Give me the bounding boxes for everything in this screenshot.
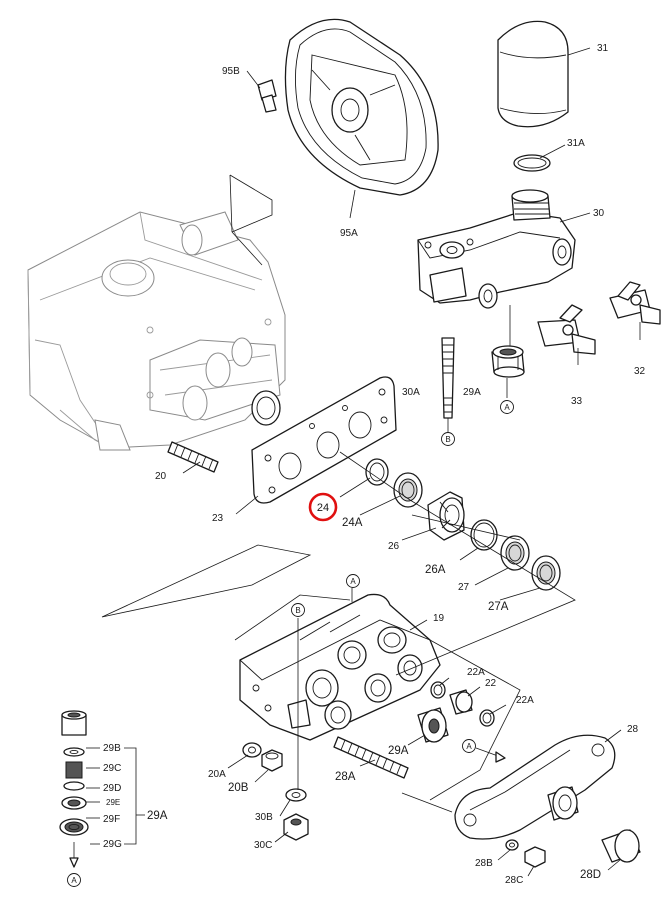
label-31A: 31A — [567, 138, 585, 149]
ref-marker-b-upper: B — [441, 432, 455, 446]
svg-text:B: B — [445, 435, 450, 444]
stud-20 — [167, 441, 219, 473]
highlight-ring — [308, 492, 338, 522]
svg-text:A: A — [504, 403, 510, 412]
washer-20A — [242, 742, 262, 758]
plug-22 — [449, 689, 473, 715]
label-24A: 24A — [342, 517, 363, 529]
seal-27A — [531, 555, 561, 591]
label-30A: 30A — [402, 387, 420, 398]
label-95A: 95A — [340, 228, 358, 239]
label-19: 19 — [433, 613, 445, 624]
nut-30C — [283, 813, 309, 841]
stud-30A — [441, 337, 455, 419]
label-29B: 29B — [103, 743, 121, 754]
label-27: 27 — [458, 582, 470, 593]
svg-text:A: A — [466, 742, 472, 751]
label-29G: 29G — [103, 839, 122, 850]
part-labels: 95B 95A 31 31A 30 30A 29A 32 33 20 23 24… — [103, 43, 646, 886]
label-20B: 20B — [228, 782, 249, 794]
ref-marker-a-stack: A — [67, 873, 81, 887]
label-29A-mid: 29A — [388, 745, 409, 757]
label-29A-left: 29A — [147, 810, 168, 822]
label-29A-top: 29A — [463, 387, 481, 398]
label-30B: 30B — [255, 812, 273, 823]
cap-28D — [601, 829, 641, 863]
label-22: 22 — [485, 678, 497, 689]
label-31: 31 — [597, 43, 609, 54]
label-28D: 28D — [580, 869, 601, 881]
svg-text:A: A — [350, 577, 356, 586]
svg-text:A: A — [71, 876, 77, 885]
pulley-95A — [284, 18, 439, 196]
label-28: 28 — [627, 724, 639, 735]
reference-markers: A B A B A A — [67, 400, 514, 887]
label-26: 26 — [388, 541, 400, 552]
washer-30B — [285, 788, 307, 802]
nut-20B — [261, 749, 283, 772]
o-ring-31A — [513, 154, 551, 172]
ball-valve-33 — [537, 304, 596, 355]
label-28C: 28C — [505, 875, 523, 886]
o-ring-22A-top — [430, 681, 446, 699]
ref-marker-a-manifold: A — [346, 574, 360, 588]
label-29E: 29E — [106, 798, 120, 807]
ref-marker-a-upper: A — [500, 400, 514, 414]
label-24: 24 — [317, 502, 329, 514]
retainer-26 — [427, 491, 465, 541]
washer-28B — [505, 839, 519, 851]
label-27A: 27A — [488, 601, 509, 613]
label-95B: 95B — [222, 66, 240, 77]
gasket-plate-23 — [251, 376, 397, 504]
valve-stack-29 — [59, 710, 89, 868]
label-30: 30 — [593, 208, 605, 219]
nut-28C — [524, 846, 546, 868]
cover-28 — [454, 734, 616, 840]
o-ring-22A-right — [479, 709, 495, 727]
label-23: 23 — [212, 513, 224, 524]
ref-marker-b-manifold: B — [291, 603, 305, 617]
unloader-body-30 — [417, 189, 576, 309]
valve-29A-mid — [417, 707, 449, 743]
valve-29A-top — [491, 345, 525, 378]
label-29F: 29F — [103, 814, 120, 825]
label-33: 33 — [571, 396, 583, 407]
label-20A: 20A — [208, 769, 226, 780]
label-22A-top: 22A — [467, 667, 485, 678]
label-22A-right: 22A — [516, 695, 534, 706]
label-32: 32 — [634, 366, 646, 377]
manifold-19 — [239, 593, 441, 741]
crankcase-housing — [27, 211, 286, 451]
label-28B: 28B — [475, 858, 493, 869]
seal-24A — [393, 472, 423, 508]
crankcase-seal — [251, 390, 281, 426]
svg-text:B: B — [295, 606, 300, 615]
ring-24 — [365, 458, 389, 486]
seal-27 — [500, 535, 530, 571]
label-26A: 26A — [425, 564, 446, 576]
leader-lines — [86, 47, 641, 877]
label-20: 20 — [155, 471, 167, 482]
o-ring-26A — [470, 519, 498, 551]
ball-valve-32 — [609, 281, 661, 325]
label-29D: 29D — [103, 783, 121, 794]
highlight-part-24: 24 — [308, 492, 338, 522]
label-28A: 28A — [335, 771, 356, 783]
label-29C: 29C — [103, 763, 121, 774]
accumulator-31 — [497, 20, 569, 128]
label-30C: 30C — [254, 840, 272, 851]
bolt-95B — [257, 79, 277, 113]
stud-28A — [333, 736, 409, 779]
ref-marker-a-cover: A — [462, 739, 476, 753]
